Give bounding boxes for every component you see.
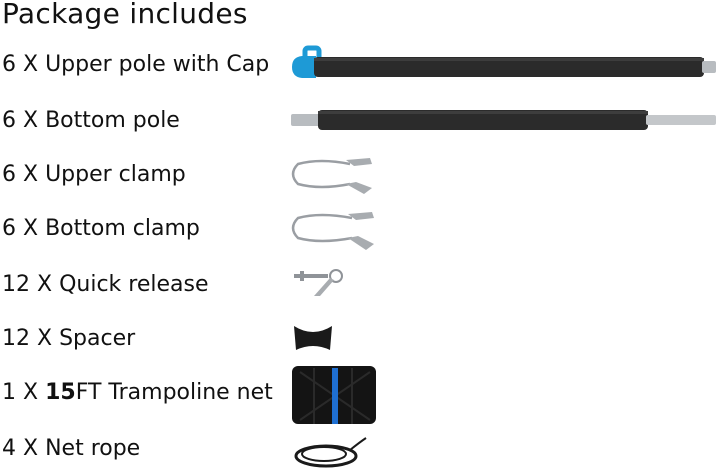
item-qty: 12 (2, 326, 30, 351)
item-trampoline-net: 1 X 15FT Trampoline net (2, 380, 273, 406)
item-name: Bottom pole (45, 108, 180, 133)
item-x: X (37, 326, 53, 351)
item-x: X (23, 436, 39, 461)
item-name: Net rope (45, 436, 141, 461)
item-name: Bottom clamp (45, 216, 200, 241)
item-x: X (23, 380, 39, 405)
spacer-icon (290, 320, 336, 356)
item-bottom-clamp: 6 X Bottom clamp (2, 216, 200, 242)
item-spacer: 12 X Spacer (2, 326, 135, 352)
item-qty: 1 (2, 380, 16, 405)
item-qty: 6 (2, 108, 16, 133)
item-name: Upper clamp (45, 162, 186, 187)
item-net-rope: 4 X Net rope (2, 436, 140, 462)
item-name: Spacer (59, 326, 136, 351)
item-x: X (37, 272, 53, 297)
page-title: Package includes (2, 0, 248, 30)
item-quick-release: 12 X Quick release (2, 272, 209, 298)
item-name: FT Trampoline net (75, 380, 273, 405)
item-x: X (23, 108, 39, 133)
item-x: X (23, 216, 39, 241)
item-qty: 6 (2, 52, 16, 77)
item-qty: 12 (2, 272, 30, 297)
item-qty: 6 (2, 216, 16, 241)
item-upper-clamp: 6 X Upper clamp (2, 162, 186, 188)
trampoline-net-icon (290, 364, 380, 428)
bottom-pole-icon (288, 104, 720, 136)
item-name: Quick release (59, 272, 209, 297)
bottom-clamp-icon (290, 206, 382, 256)
upper-clamp-icon (290, 154, 380, 200)
item-qty: 4 (2, 436, 16, 461)
item-size: 15 (45, 380, 76, 405)
item-x: X (23, 162, 39, 187)
upper-pole-with-cap-icon (288, 44, 720, 86)
net-rope-icon (290, 436, 370, 470)
item-x: X (23, 52, 39, 77)
item-bottom-pole: 6 X Bottom pole (2, 108, 180, 134)
item-upper-pole: 6 X Upper pole with Cap (2, 52, 269, 78)
item-name: Upper pole with Cap (45, 52, 270, 77)
item-qty: 6 (2, 162, 16, 187)
quick-release-icon (290, 266, 350, 300)
